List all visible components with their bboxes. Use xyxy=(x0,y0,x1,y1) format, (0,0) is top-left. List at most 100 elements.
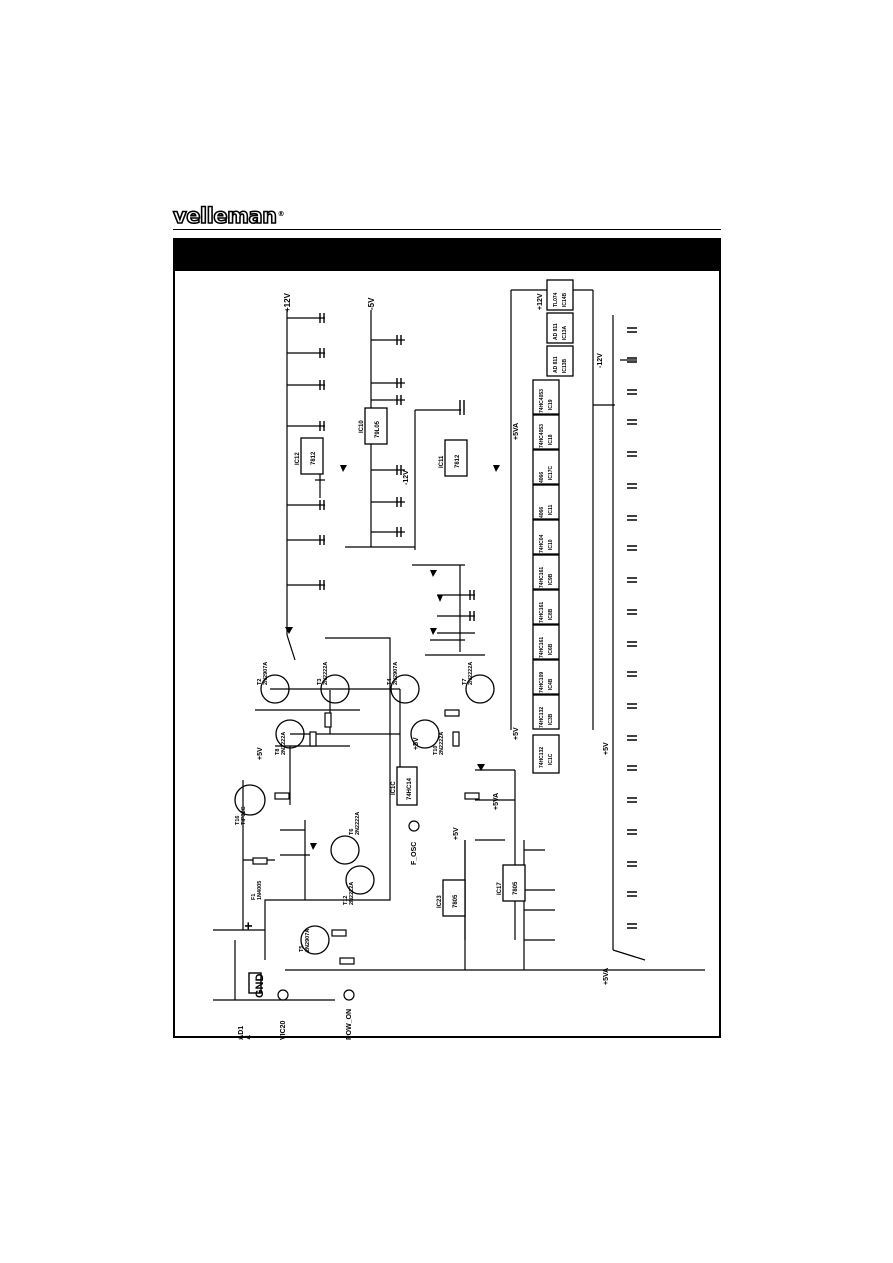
label-ic11-ref: IC11 xyxy=(439,455,445,468)
label-f1-type: 1N4005 xyxy=(257,881,263,900)
ic23-regulator xyxy=(442,879,466,917)
label-ic12-type: 7812 xyxy=(311,451,317,465)
label-t3b-type: 2N2222A xyxy=(281,732,287,755)
label-minus5v: -5V xyxy=(367,297,376,310)
label-ic23-type: 7805 xyxy=(453,894,459,908)
j4-connector xyxy=(248,972,262,994)
ic17-regulator xyxy=(502,864,526,902)
logic-ic-type: 74HC132 xyxy=(539,707,545,728)
label-rail-plus5v-4: +5V xyxy=(413,737,420,750)
label-ic1c-ref: IC1C xyxy=(391,781,397,795)
velleman-logo: velleman® xyxy=(172,203,284,229)
label-gnd: GND xyxy=(254,974,266,999)
logic-ic-type: 74HC4053 xyxy=(539,389,545,413)
label-t4-ref: T4 xyxy=(387,678,393,685)
transistors xyxy=(234,674,495,955)
logic-ic-ref: IC4B xyxy=(548,678,554,690)
logic-ic-type: 4066 xyxy=(539,472,545,483)
regulators xyxy=(300,407,526,917)
label-ic11-type: 7812 xyxy=(455,454,461,468)
label-rail-plus5v-3: +5V xyxy=(257,747,264,760)
label-t12-ref: T12 xyxy=(343,896,349,905)
bottom-rail-caps xyxy=(627,327,637,929)
ic1c-schmitt xyxy=(396,766,418,806)
label-t4-type: 2N2907A xyxy=(393,662,399,685)
label-t3-ref: T3 xyxy=(317,679,323,685)
f-osc-pin xyxy=(408,820,420,832)
label-rail-plus5v-2: +5V xyxy=(603,742,610,755)
label-rail-plus5va: +5VA xyxy=(513,423,520,440)
opamp-type: TL074 xyxy=(553,292,559,307)
label-rail-plus5v-5: +5V xyxy=(453,827,460,840)
label-t16-type: TIP32C xyxy=(241,806,247,825)
label-t5-ref: T5 xyxy=(299,946,305,952)
logic-ic-type: 74HC132 xyxy=(539,747,545,768)
logic-ic-ref: IC10 xyxy=(548,539,554,550)
logic-ic-type: 74HC4053 xyxy=(539,424,545,448)
label-ic17-type: 7805 xyxy=(513,881,519,895)
header-rule xyxy=(173,229,721,230)
label-j4: J4 xyxy=(244,1035,253,1040)
logic-ic-ref: IC3B xyxy=(548,713,554,725)
registered-mark: ® xyxy=(277,210,285,218)
label-vic20: VIC20 xyxy=(280,1020,287,1040)
label-t3b-ref: T8 xyxy=(275,749,281,755)
opamp-ref: IC13A xyxy=(562,325,568,340)
label-rail-minus12v: -12V xyxy=(597,353,604,368)
logic-ic-ref: IC19 xyxy=(548,399,554,410)
power-supply-schematic: +12V -5V -12V GND + J4 PAD1 VIC20 POW_ON… xyxy=(213,279,705,1040)
title-bar xyxy=(175,240,719,271)
logic-ic-ref: IC9B xyxy=(548,573,554,585)
resistors xyxy=(252,709,480,965)
opamp-ref: IC14B xyxy=(562,292,568,307)
ic11-regulator xyxy=(444,439,468,477)
logic-ic-ref: IC11 xyxy=(548,504,554,515)
logic-ic-ref: IC8B xyxy=(548,608,554,620)
label-rail-plus5va-3: +5VA xyxy=(493,793,500,810)
label-t7-ref: T7 xyxy=(462,679,468,685)
label-plus: + xyxy=(240,922,256,930)
label-ic17-ref: IC17 xyxy=(497,882,503,895)
label-t12-type: 2N2222A xyxy=(349,882,355,905)
logic-ic-ref: IC18 xyxy=(548,434,554,445)
label-pow-on: POW_ON xyxy=(346,1009,353,1040)
schematic-frame: +12V -5V -12V GND + J4 PAD1 VIC20 POW_ON… xyxy=(173,238,721,1040)
opamp-ref: IC13B xyxy=(562,358,568,373)
label-minus12v: -12V xyxy=(403,470,410,485)
wiring xyxy=(213,289,705,1001)
label-t16-ref: T16 xyxy=(235,816,241,825)
label-ic12-ref: IC12 xyxy=(295,452,301,465)
label-rail-plus5va-2: +5VA xyxy=(603,968,610,985)
logic-ic-ref: IC6B xyxy=(548,643,554,655)
label-t10-ref: T10 xyxy=(433,746,439,755)
logo-text: velleman xyxy=(172,203,278,229)
logic-ic-ref: IC1C xyxy=(548,753,554,765)
label-t7-type: 2N2222A xyxy=(468,662,474,685)
logic-ic-type: 74HC109 xyxy=(539,672,545,693)
diodes xyxy=(285,465,500,850)
logic-ic-ref: IC17C xyxy=(548,465,554,480)
label-j4-type: PAD1 xyxy=(238,1026,245,1040)
logic-ics xyxy=(532,279,574,774)
label-t5-type: 2N2907A xyxy=(305,929,311,952)
label-ic10-type: 79L05 xyxy=(375,420,381,438)
ic10-regulator xyxy=(364,407,388,445)
label-rail-plus12v: +12V xyxy=(537,293,544,310)
label-t6-ref: T6 xyxy=(349,829,355,835)
label-t2-type: 2N2907A xyxy=(263,662,269,685)
opamp-type: AD 811 xyxy=(553,356,559,373)
label-rail-plus5v: +5V xyxy=(513,727,520,740)
opamp-type: AD 811 xyxy=(553,323,559,340)
label-f-osc: F_OSC xyxy=(411,842,418,865)
label-t2-ref: T2 xyxy=(257,679,263,685)
label-t10-type: 2N2222A xyxy=(439,732,445,755)
logic-ic-type: 4066 xyxy=(539,507,545,518)
label-ic1c-type: 74HC14 xyxy=(407,777,413,800)
pow-on-pin xyxy=(343,989,355,1001)
vic20-pin xyxy=(277,989,289,1001)
schematic-labels: +12V -5V -12V GND + J4 PAD1 VIC20 POW_ON… xyxy=(235,292,610,1040)
label-ic23-ref: IC23 xyxy=(437,895,443,908)
logic-ic-type: 74HC161 xyxy=(539,567,545,588)
logic-ic-type: 74HC161 xyxy=(539,602,545,623)
